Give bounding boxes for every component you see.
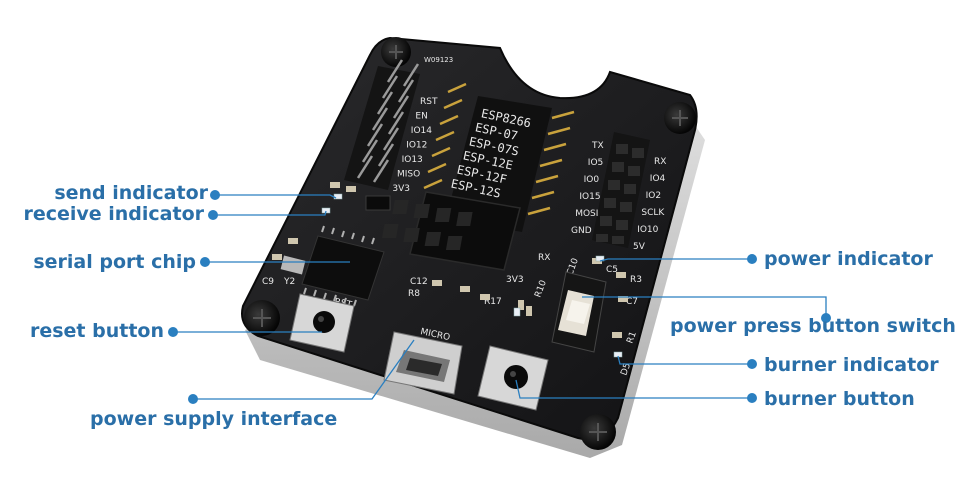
- leader-power-supply-interface: [193, 339, 415, 400]
- label-burner-button: burner button: [764, 388, 915, 410]
- leader-send-indicator-dot: [210, 190, 220, 200]
- silk-right-inner-label: GND: [571, 226, 592, 236]
- silk-left-label: IO13: [402, 155, 423, 165]
- power-switch-part: [551, 271, 607, 353]
- leader-power-supply-interface-dot: [188, 394, 198, 404]
- left-pin-header: [344, 59, 420, 190]
- silk-r8: R8: [408, 289, 420, 299]
- right-pin-header: [592, 132, 650, 248]
- silk-r3: R3: [630, 275, 642, 285]
- crystal-part: [280, 255, 306, 275]
- silk-right-outer-label: 5V: [633, 242, 646, 252]
- leader-lines: [168, 190, 831, 404]
- label-send-indicator: send indicator: [54, 182, 208, 204]
- silk-left-label: MISO: [397, 170, 420, 180]
- label-receive-indicator: receive indicator: [23, 203, 204, 225]
- reset-button-part: [289, 293, 355, 353]
- silk-right-inner-label: IO15: [579, 192, 600, 202]
- leader-power-press-switch-dot: [821, 313, 831, 323]
- silk-y2: Y2: [283, 277, 295, 287]
- silk-right-outer-label: RX: [654, 157, 666, 167]
- silk-rx: RX: [538, 253, 550, 263]
- leader-burner-button-dot: [747, 393, 757, 403]
- silk-left-label: 3V3: [392, 184, 410, 194]
- silk-right-outer-label: IO4: [650, 174, 666, 184]
- leader-receive-indicator: [213, 210, 327, 216]
- silk-r1: R1: [625, 330, 638, 345]
- silk-c5: C5: [606, 265, 618, 275]
- gold-pogo-pins: [423, 82, 575, 216]
- leader-serial-port-chip-dot: [200, 257, 210, 267]
- leader-receive-indicator-dot: [208, 210, 218, 220]
- silk-right-outer-label: IO2: [646, 191, 661, 201]
- mounting-screws: [244, 37, 696, 450]
- label-power-supply-interface: power supply interface: [90, 408, 338, 430]
- leader-burner-indicator-dot: [747, 359, 757, 369]
- silk-c12: C12: [410, 277, 428, 287]
- silk-c9: C9: [262, 277, 274, 287]
- label-serial-port-chip: serial port chip: [33, 251, 196, 273]
- leader-burner-button: [515, 379, 752, 399]
- label-reset-button: reset button: [29, 320, 164, 342]
- label-power-indicator: power indicator: [764, 248, 933, 270]
- silk-right-outer-label: SCLK: [641, 208, 665, 218]
- silk-left-label: IO12: [406, 141, 427, 151]
- leader-burner-indicator: [617, 355, 752, 365]
- silk-c7: C7: [626, 297, 638, 307]
- leader-send-indicator: [215, 194, 337, 199]
- female-socket: [382, 191, 521, 271]
- silk-left-label: RST: [420, 97, 438, 107]
- silk-d5: D5: [619, 362, 633, 377]
- silk-right-inner-label: TX: [591, 141, 604, 151]
- silk-r17: R17: [484, 297, 502, 307]
- micro-usb-part: [383, 331, 463, 395]
- serial-chip-part: [301, 225, 385, 307]
- silk-right-inner-label: MOSI: [575, 209, 598, 219]
- silk-right-inner-label: IO0: [584, 175, 600, 185]
- silk-top-code: W09123: [424, 56, 453, 64]
- label-power-press-button-switch: power press button switch: [670, 315, 956, 337]
- leader-reset-button-dot: [168, 327, 178, 337]
- label-burner-indicator: burner indicator: [764, 354, 939, 376]
- silk-left-label: IO14: [411, 126, 432, 136]
- silk-right-inner-label: IO5: [588, 158, 603, 168]
- burner-button-part: [477, 345, 549, 411]
- leader-power-indicator: [599, 258, 752, 262]
- esp-module-area: ESP8266ESP-07ESP-07SESP-12EESP-12FESP-12…: [446, 96, 552, 232]
- leader-power-indicator-dot: [747, 254, 757, 264]
- silk-3v3: 3V3: [506, 275, 524, 285]
- leader-power-press-switch: [582, 296, 827, 318]
- silk-left-label: EN: [415, 112, 427, 122]
- silk-right-outer-label: IO10: [637, 225, 658, 235]
